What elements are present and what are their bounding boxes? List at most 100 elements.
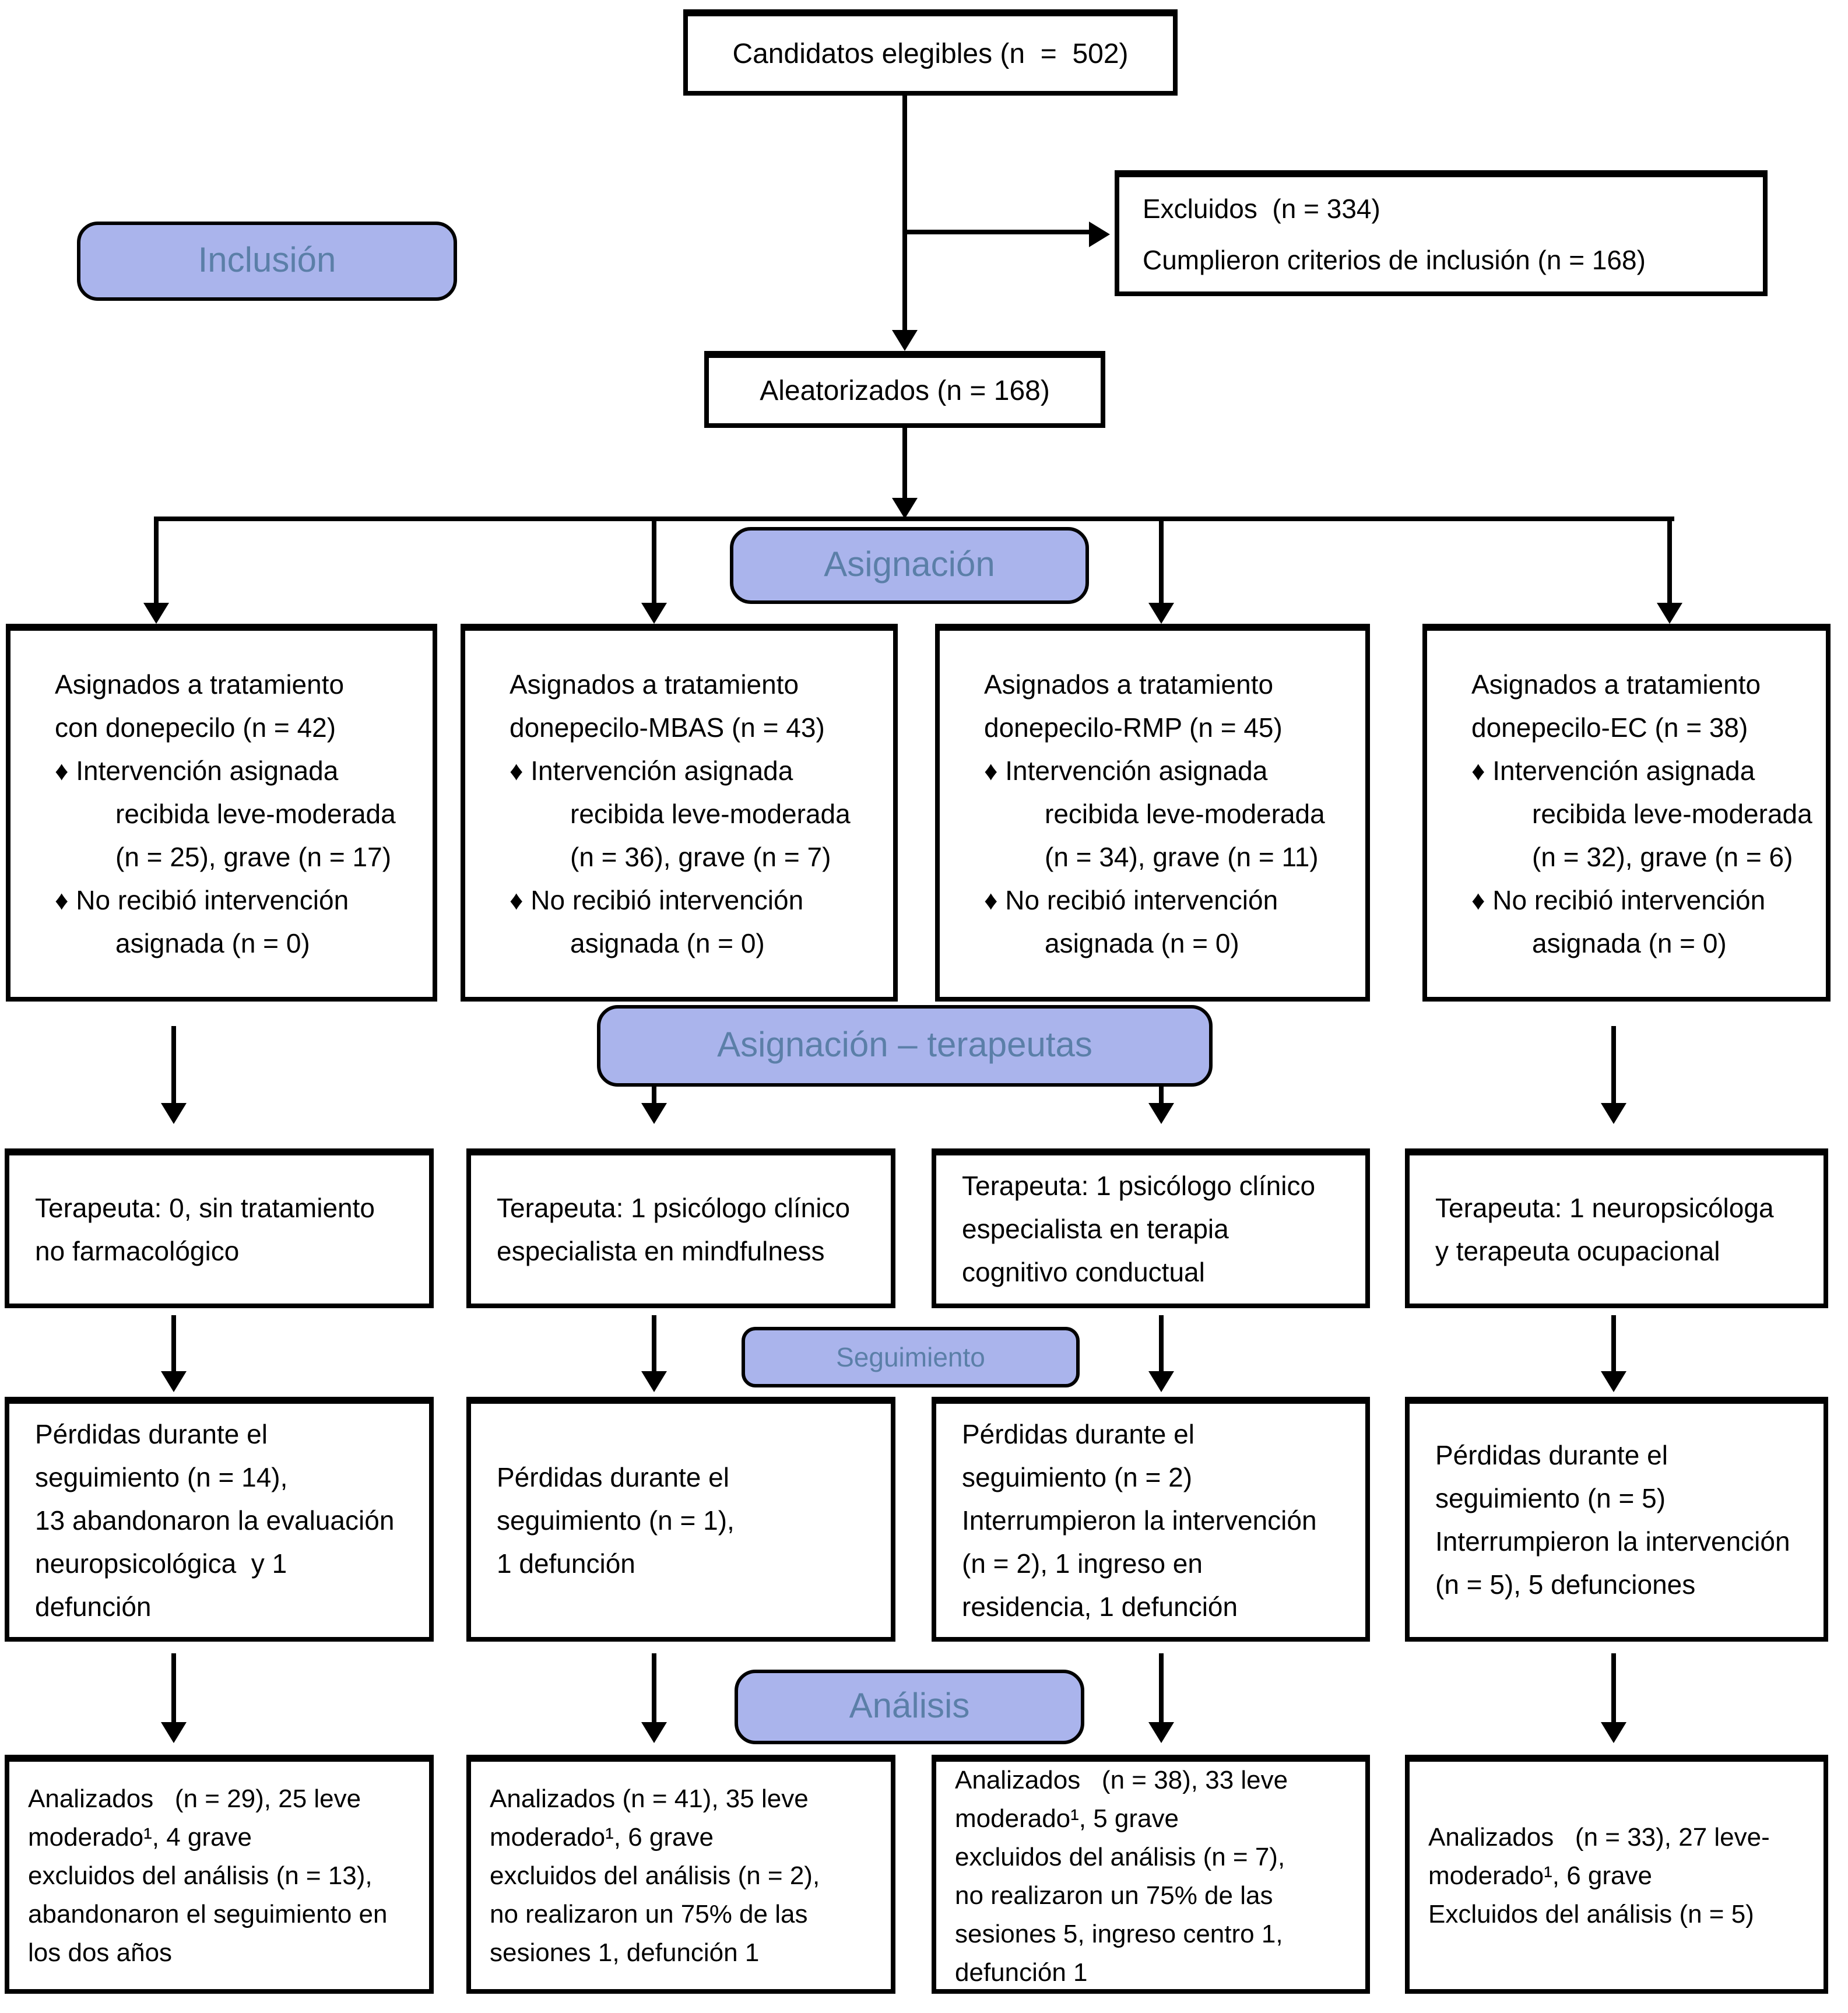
text-line: ♦ Intervención asignada	[55, 755, 339, 785]
branch-line	[154, 517, 1674, 521]
arrowhead-into-therapist3-icon	[1148, 1103, 1174, 1124]
text-line: sesiones 5, ingreso centro 1,	[955, 1919, 1283, 1948]
line-assign1-to-therapist1	[171, 1026, 176, 1103]
line-therapist1-to-followup1	[171, 1315, 176, 1371]
text-line: defunción 1	[955, 1957, 1088, 1986]
assign-box-donepecilo-ec-lines: Asignados a tratamiento donepecilo-EC (n …	[1471, 663, 1819, 965]
text-line: excluidos del análisis (n = 13),	[28, 1861, 373, 1890]
line-followup4-to-analysis4	[1611, 1653, 1616, 1722]
arrowhead-into-branch-icon	[892, 498, 918, 519]
text-line: donepecilo-RMP (n = 45)	[984, 712, 1283, 742]
text-line: residencia, 1 defunción	[962, 1591, 1238, 1621]
excluded-text-lines: Excluidos (n = 334)Cumplieron criterios …	[1143, 183, 1763, 286]
assign-box-donepecilo: Asignados a tratamiento con donepecilo (n…	[6, 624, 437, 1002]
line-to-excluded	[905, 230, 1091, 234]
text-line: recibida leve-moderada	[115, 798, 396, 828]
text-line: no realizaron un 75% de las	[955, 1880, 1273, 1909]
arrowhead-into-therapist2-icon	[641, 1103, 667, 1124]
branch-drop-col1	[154, 521, 159, 603]
text-line: Analizados (n = 41), 35 leve	[490, 1784, 809, 1813]
text-line: cognitivo conductual	[962, 1257, 1205, 1287]
stage-label-allocation-text: Asignación	[824, 546, 995, 584]
text-line: Terapeuta: 1 neuropsicóloga	[1435, 1192, 1774, 1222]
stage-label-analysis-text: Análisis	[849, 1687, 970, 1726]
stage-label-follow-up-text: Seguimiento	[836, 1341, 985, 1372]
text-line: recibida leve-moderada	[570, 798, 851, 828]
text-line: excluidos del análisis (n = 7),	[955, 1842, 1285, 1871]
text-line: no realizaron un 75% de las	[490, 1899, 808, 1928]
eligible-candidates-text: Candidatos elegibles (n = 502)	[732, 38, 1129, 69]
text-line: Analizados (n = 38), 33 leve	[955, 1765, 1288, 1794]
text-line: Terapeuta: 0, sin tratamiento	[35, 1192, 375, 1222]
text-line: 13 abandonaron la evaluación	[35, 1505, 395, 1535]
text-line: seguimiento (n = 14),	[35, 1462, 288, 1492]
arrowhead-into-analysis2-icon	[641, 1722, 667, 1743]
stage-label-follow-up: Seguimiento	[742, 1327, 1080, 1387]
line-followup3-to-analysis3	[1159, 1653, 1164, 1722]
text-line: Interrumpieron la intervención	[1435, 1526, 1790, 1557]
text-line: asignada (n = 0)	[115, 928, 310, 958]
text-line: con donepecilo (n = 42)	[55, 712, 336, 742]
branch-drop-col3	[1159, 521, 1164, 603]
assign-box-donepecilo-lines: Asignados a tratamiento con donepecilo (n…	[55, 663, 426, 965]
arrowhead-into-analysis3-icon	[1148, 1722, 1174, 1743]
text-line: ♦ Intervención asignada	[984, 755, 1268, 785]
text-line: seguimiento (n = 1),	[497, 1505, 735, 1535]
text-line: donepecilo-EC (n = 38)	[1471, 712, 1748, 742]
assign-box-donepecilo-rmp: Asignados a tratamiento donepecilo-RMP (n…	[935, 624, 1370, 1002]
text-line: (n = 25), grave (n = 17)	[115, 841, 392, 872]
arrowhead-into-assign4-icon	[1657, 603, 1682, 624]
text-line: moderado¹, 4 grave	[28, 1822, 252, 1852]
line-therapist3-to-followup3	[1159, 1315, 1164, 1371]
line-followup2-to-analysis2	[652, 1653, 656, 1722]
text-line: recibida leve-moderada	[1045, 798, 1325, 828]
analysis-box-4-lines: Analizados (n = 33), 27 leve-moderado¹, …	[1428, 1818, 1819, 1933]
assign-box-donepecilo-ec: Asignados a tratamiento donepecilo-EC (n …	[1422, 624, 1831, 1002]
text-line: Cumplieron criterios de inclusión (n = 1…	[1143, 245, 1646, 275]
text-line: Pérdidas durante el	[962, 1418, 1194, 1449]
text-line: Asignados a tratamiento	[1471, 669, 1761, 699]
text-line: ♦ No recibió intervención	[510, 884, 804, 915]
analysis-box-1-lines: Analizados (n = 29), 25 leve moderado¹, 4…	[28, 1779, 424, 1972]
line-therapist4-to-followup4	[1611, 1315, 1616, 1371]
text-line: moderado¹, 5 grave	[955, 1803, 1179, 1832]
text-line: seguimiento (n = 5)	[1435, 1483, 1666, 1513]
text-line: Analizados (n = 29), 25 leve	[28, 1784, 361, 1813]
arrowhead-into-assign2-icon	[641, 603, 667, 624]
branch-drop-col4	[1667, 521, 1672, 603]
text-line: especialista en mindfulness	[497, 1235, 825, 1266]
eligible-candidates-box: Candidatos elegibles (n = 502)	[683, 9, 1178, 96]
text-line: Analizados (n = 33), 27 leve-	[1428, 1822, 1770, 1852]
text-line: (n = 32), grave (n = 6)	[1532, 841, 1793, 872]
text-line: Asignados a tratamiento	[55, 669, 345, 699]
stage-label-allocation-therapists-text: Asignación – terapeutas	[717, 1026, 1092, 1065]
arrowhead-into-followup1-icon	[161, 1371, 187, 1392]
text-line: asignada (n = 0)	[570, 928, 765, 958]
text-line: asignada (n = 0)	[1045, 928, 1239, 958]
analysis-box-3: Analizados (n = 38), 33 leve moderado¹, 5…	[932, 1755, 1370, 1994]
stage-label-allocation-therapists: Asignación – terapeutas	[597, 1005, 1213, 1087]
arrowhead-into-analysis1-icon	[161, 1722, 187, 1743]
text-line: moderado¹, 6 grave	[1428, 1861, 1652, 1890]
text-line: ♦ No recibió intervención	[984, 884, 1278, 915]
analysis-box-4: Analizados (n = 33), 27 leve-moderado¹, …	[1405, 1755, 1828, 1994]
text-line: asignada (n = 0)	[1532, 928, 1727, 958]
text-line: Asignados a tratamiento	[984, 669, 1274, 699]
text-line: (n = 34), grave (n = 11)	[1045, 841, 1319, 872]
arrowhead-into-followup3-icon	[1148, 1371, 1174, 1392]
